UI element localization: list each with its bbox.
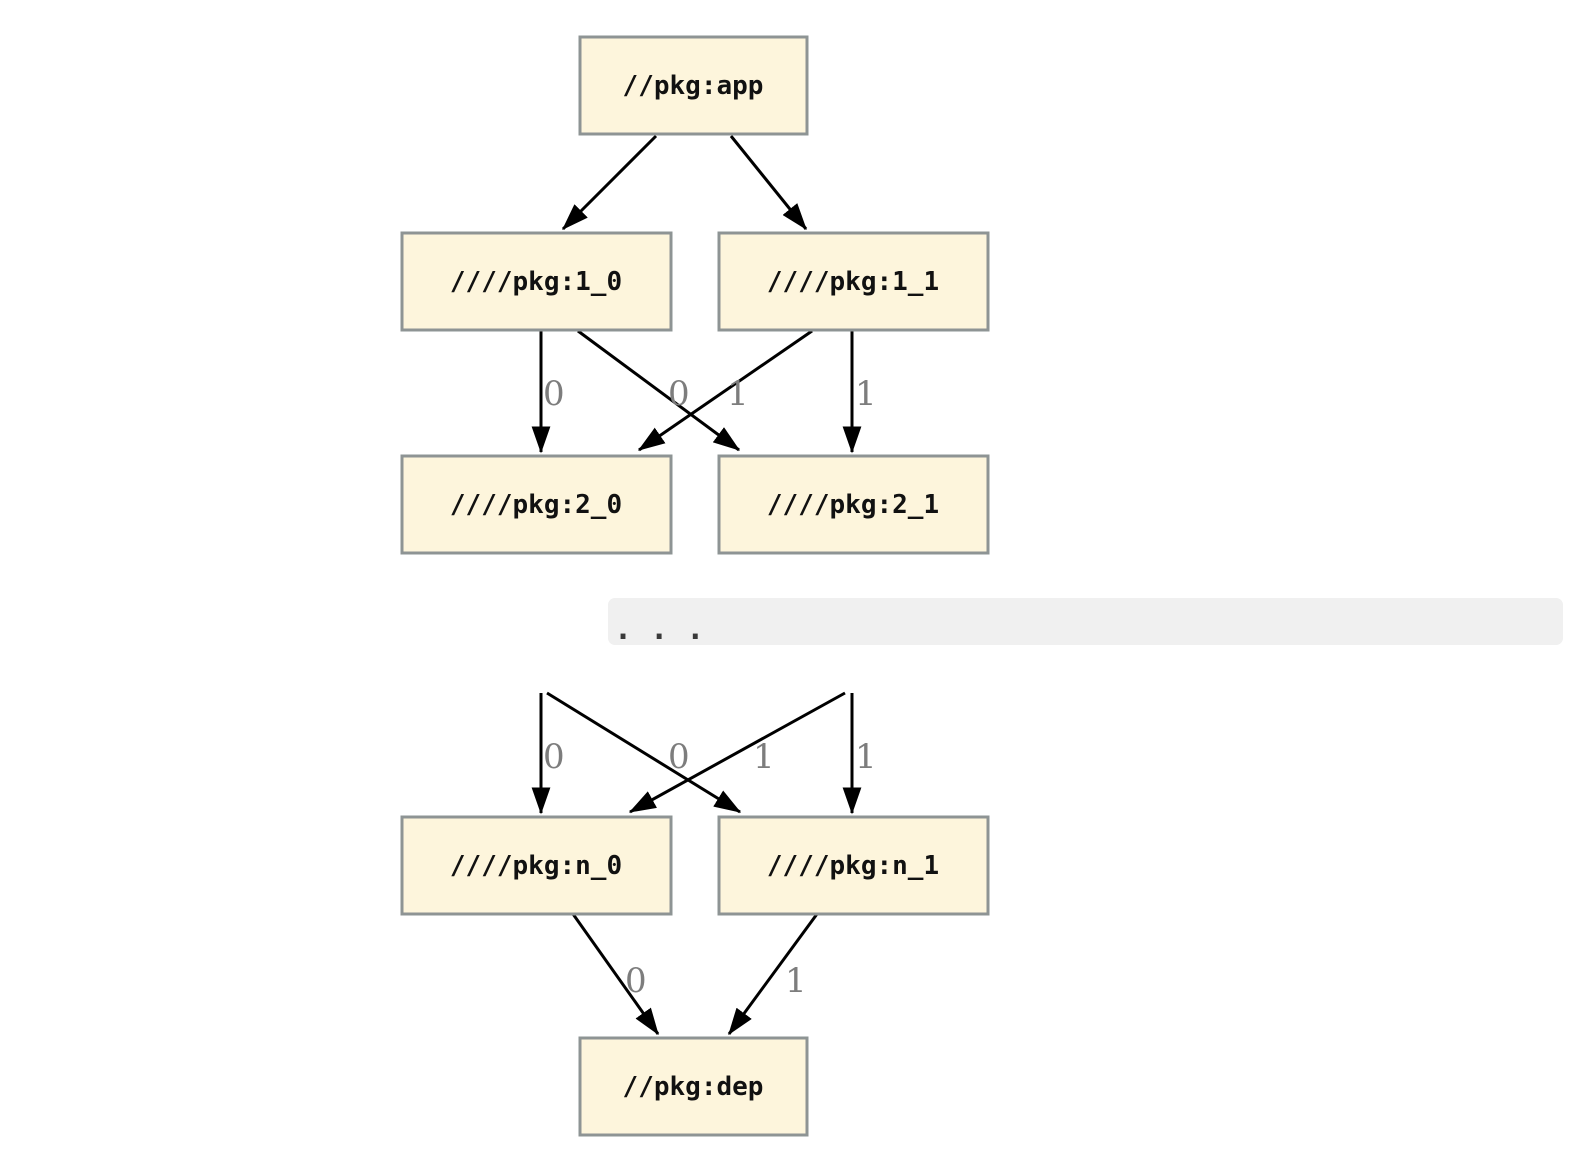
edge-label: 1 (785, 961, 807, 1001)
edge-app-to-1-1 (729, 135, 808, 231)
edge-label: 0 (668, 374, 690, 414)
node-label: //pkg:app (623, 71, 764, 101)
edge-label: 1 (727, 374, 749, 414)
edge-label: 0 (543, 737, 565, 777)
edge-label: 0 (625, 961, 647, 1001)
edge-label: 0 (668, 737, 690, 777)
ellipsis-row: . . . (608, 598, 1563, 647)
edge-label: 0 (543, 374, 565, 414)
node-label: ////pkg:n_1 (767, 851, 939, 881)
edge-1-0-to-2-1 (577, 329, 741, 452)
node-box (717, 454, 990, 555)
node-pkg-app: //pkg:app (578, 35, 809, 136)
edge-n-1-to-dep (727, 913, 819, 1036)
node-pkg-n-1: ////pkg:n_1 (717, 815, 990, 916)
node-pkg-1-0: ////pkg:1_0 (400, 231, 673, 332)
node-box (578, 35, 809, 136)
node-label: ////pkg:1_1 (767, 267, 939, 297)
edge-prev-to-n-1-cross (546, 691, 742, 814)
edge-1-1-to-2-0 (637, 329, 813, 452)
node-box (400, 454, 673, 555)
node-label: ////pkg:2_1 (767, 490, 939, 520)
node-pkg-n-0: ////pkg:n_0 (400, 815, 673, 916)
ellipsis-dots: . . . (614, 612, 704, 647)
node-label: ////pkg:1_0 (450, 267, 622, 297)
node-box (400, 815, 673, 916)
edge-n-0-to-dep (571, 913, 660, 1036)
node-box (400, 231, 673, 332)
node-box (717, 815, 990, 916)
node-label: ////pkg:n_0 (450, 851, 622, 881)
ellipsis-bar (608, 598, 1563, 645)
node-label: //pkg:dep (623, 1072, 764, 1102)
node-box (717, 231, 990, 332)
node-pkg-1-1: ////pkg:1_1 (717, 231, 990, 332)
node-pkg-2-1: ////pkg:2_1 (717, 454, 990, 555)
edge-label: 1 (753, 737, 775, 777)
node-pkg-dep: //pkg:dep (578, 1036, 809, 1137)
node-label: ////pkg:2_0 (450, 490, 622, 520)
edge-label: 1 (855, 374, 877, 414)
node-pkg-2-0: ////pkg:2_0 (400, 454, 673, 555)
edge-label: 1 (855, 737, 877, 777)
node-box (578, 1036, 809, 1137)
edge-prev-to-n-0-cross (628, 691, 846, 814)
edge-app-to-1-0 (561, 134, 658, 231)
